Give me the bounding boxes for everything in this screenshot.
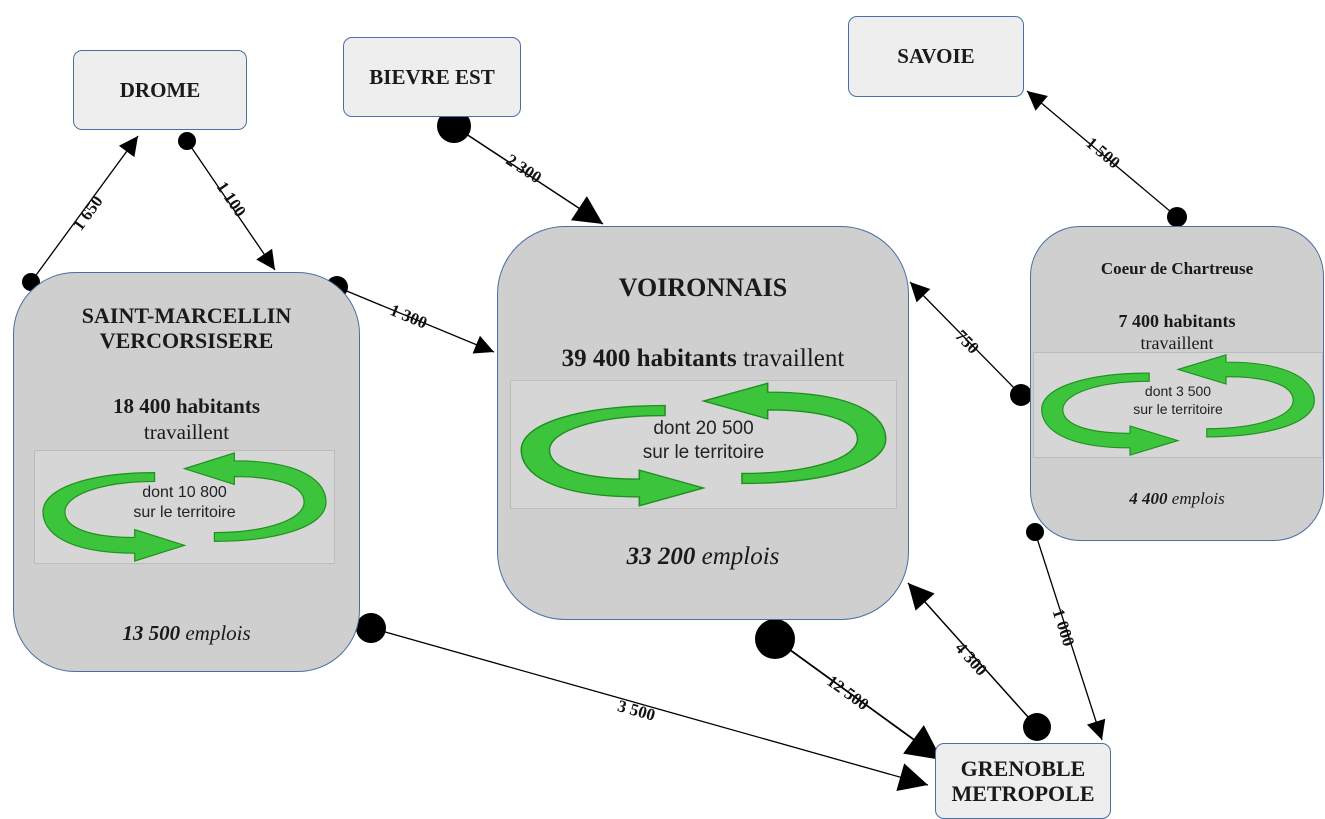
dont-count: dont 20 500 (653, 418, 754, 439)
node-bievre-est-label: BIEVRE EST (369, 64, 495, 89)
travaillent-text: travaillent (1140, 332, 1214, 353)
habitants-count: 39 400 habitants (561, 345, 737, 372)
flow-arrowhead-sm-voiron (472, 335, 494, 354)
emplois-count: 4 400 (1129, 489, 1168, 508)
habitants-stat: 39 400 habitants travaillent (498, 345, 908, 373)
flow-origin-dot-drome-sm (178, 132, 196, 150)
flow-label-grenoble-voiron: 4 300 (951, 638, 991, 679)
title-line2: VERCORSISERE (99, 328, 274, 354)
habitants-count: 18 400 habitants (112, 394, 261, 418)
flow-arrowhead-chartreuse-savoie (1027, 91, 1048, 111)
flow-label-voiron-grenoble: 12 500 (823, 671, 872, 714)
emplois-unit: emplois (1171, 489, 1225, 508)
node-grenoble-metropole: GRENOBLE METROPOLE (935, 743, 1111, 819)
node-drome-label: DROME (119, 77, 201, 102)
territory-title: Coeur de Chartreuse (1100, 259, 1254, 278)
circular-arrows-icon (1041, 354, 1315, 456)
flow-line-chartreuse-grenoble (1034, 531, 1103, 741)
node-savoie-label: SAVOIE (897, 44, 975, 69)
emplois-unit: emplois (185, 621, 251, 645)
node-bievre-est: BIEVRE EST (343, 37, 521, 117)
emplois-count: 33 200 (626, 543, 696, 570)
flow-arrowhead-chartreuse-voiron (910, 282, 931, 303)
emplois-stat: 4 400 emplois (1031, 489, 1323, 509)
node-drome: DROME (73, 50, 247, 130)
territory-title: SAINT-MARCELLIN VERCORSISERE (14, 303, 359, 354)
travaillent-text: travaillent (742, 345, 845, 372)
emplois-stat: 33 200 emplois (498, 543, 908, 571)
node-grenoble-line2: METROPOLE (951, 781, 1095, 806)
habitants-stat: 18 400 habitants travaillent (14, 393, 359, 446)
cycle-panel: dont 3 500 sur le territoire (1033, 352, 1323, 458)
flow-origin-dot-sm-grenoble (356, 613, 386, 643)
cycle-panel: dont 20 500 sur le territoire (510, 380, 897, 509)
flow-origin-dot-bievre-voiron (437, 109, 471, 143)
title-line1: SAINT-MARCELLIN (81, 303, 292, 328)
flow-arrowhead-voiron-grenoble (903, 725, 942, 760)
flow-origin-dot-voiron-grenoble (755, 619, 795, 659)
territory-saint-marcellin: SAINT-MARCELLIN VERCORSISERE 18 400 habi… (13, 272, 360, 672)
node-grenoble-line1: GRENOBLE (960, 755, 1086, 781)
habitants-count: 7 400 habitants (1118, 311, 1236, 331)
flow-arrowhead-grenoble-voiron (908, 583, 935, 611)
flow-line-chartreuse-savoie (1026, 90, 1178, 218)
flow-line-grenoble-voiron (907, 582, 1038, 728)
flow-arrowhead-drome-sm (256, 248, 275, 270)
flow-label-sm-voiron: 1 300 (387, 300, 430, 332)
territory-voironnais: VOIRONNAIS 39 400 habitants travaillent … (497, 226, 909, 620)
flow-origin-dot-chartreuse-grenoble (1026, 523, 1044, 541)
flow-line-sm-voiron (336, 286, 495, 353)
flow-label-sm-grenoble: 3 500 (615, 696, 657, 725)
flow-origin-dot-grenoble-voiron (1023, 713, 1051, 741)
emplois-count: 13 500 (122, 621, 181, 645)
dont-scope: sur le territoire (1133, 400, 1223, 417)
flow-arrowhead-sm-drome (118, 136, 138, 158)
flow-line-bievre-voiron (453, 125, 604, 225)
territory-chartreuse: Coeur de Chartreuse 7 400 habitants trav… (1030, 226, 1324, 541)
travaillent-text: travaillent (143, 420, 230, 445)
territory-title: VOIRONNAIS (618, 273, 788, 302)
flow-origin-dot-chartreuse-voiron (1010, 384, 1032, 406)
dont-scope: sur le territoire (642, 441, 765, 463)
flow-line-sm-grenoble (370, 627, 929, 786)
habitants-stat: 7 400 habitants travaillent (1031, 311, 1323, 354)
emplois-unit: emplois (701, 543, 780, 570)
dont-count: dont 3 500 (1144, 383, 1212, 399)
flow-label-drome-sm: 1 100 (213, 178, 250, 220)
flow-line-drome-sm (186, 140, 276, 271)
flow-line-chartreuse-voiron (909, 281, 1022, 396)
flow-label-sm-drome: 1 650 (69, 192, 107, 234)
flow-arrowhead-bievre-voiron (571, 196, 603, 224)
emplois-stat: 13 500 emplois (14, 621, 359, 646)
cycle-panel: dont 10 800 sur le territoire (34, 450, 335, 564)
dont-count: dont 10 800 (142, 484, 227, 501)
circular-arrows-icon (42, 452, 327, 562)
flow-arrowhead-sm-grenoble (896, 763, 928, 792)
node-savoie: SAVOIE (848, 16, 1024, 97)
flow-arrowhead-chartreuse-grenoble (1086, 718, 1106, 740)
flow-label-chartreuse-voiron: 750 (951, 326, 982, 358)
dont-scope: sur le territoire (133, 504, 236, 521)
flow-line-sm-drome (30, 135, 139, 283)
circular-arrows-icon (520, 382, 887, 507)
flow-label-chartreuse-grenoble: 1 000 (1049, 606, 1079, 648)
flow-origin-dot-chartreuse-savoie (1167, 207, 1187, 227)
